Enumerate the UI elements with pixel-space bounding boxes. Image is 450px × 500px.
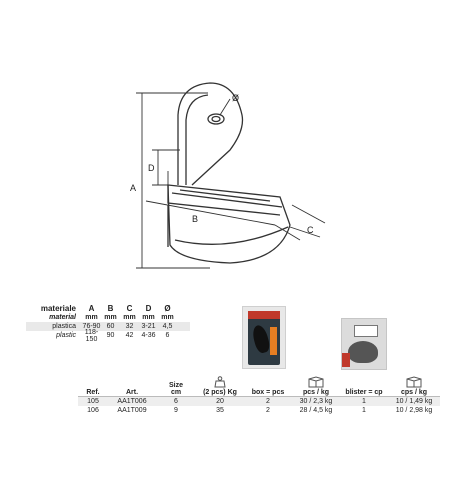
header-kg: (2 pcs) Kg <box>196 376 244 396</box>
blister-label <box>354 325 378 337</box>
cell-cps: 10 / 1,49 kg <box>395 398 433 405</box>
cell-box: 2 <box>266 398 270 405</box>
header-size-label: Size <box>168 382 183 389</box>
material-row: plastic 118-150 90 42 4-36 6 <box>26 328 190 343</box>
cell-art: AA1T009 <box>117 407 147 414</box>
header-blister: blister = cp <box>345 389 383 396</box>
cell-ref: 105 <box>87 398 99 405</box>
unit-b: mm <box>104 314 117 321</box>
unit-a: mm <box>85 314 98 321</box>
box-icon <box>308 376 324 388</box>
dimension-d-label: D <box>148 163 155 173</box>
header-size: Size cm <box>156 382 196 396</box>
material-name: plastic <box>56 332 76 339</box>
package-side-band <box>270 327 277 355</box>
material-table: materiale A B C D Ø material mm mm mm mm… <box>26 304 190 343</box>
material-header-row: materiale A B C D Ø <box>26 304 190 313</box>
dimension-a-label: A <box>130 183 136 193</box>
material-units-row: material mm mm mm mm mm <box>26 313 190 322</box>
header-ref: Ref. <box>86 389 100 396</box>
header-pcs-label: pcs / kg <box>302 389 330 396</box>
header-box: box = pcs <box>251 389 285 396</box>
cell-size: 6 <box>174 398 178 405</box>
cell-blister: 1 <box>362 407 366 414</box>
dimension-b-label: B <box>192 214 198 224</box>
cell-blister: 1 <box>362 398 366 405</box>
unit-phi: mm <box>161 314 174 321</box>
col-d: D <box>145 304 152 313</box>
card-package-image <box>242 306 286 369</box>
header-cps-label: cps / kg <box>400 389 428 396</box>
cell-art: AA1T006 <box>117 398 147 405</box>
col-phi: Ø <box>164 304 171 313</box>
unit-d: mm <box>142 314 155 321</box>
table-row: 106 AA1T009 9 35 2 28 / 4,5 kg 1 10 / 2,… <box>78 406 440 415</box>
value-b: 60 <box>106 323 115 330</box>
value-c: 32 <box>125 323 134 330</box>
material-header-label: materiale <box>40 304 76 313</box>
header-kg-label: (2 pcs) Kg <box>203 389 237 396</box>
value-phi: 4,5 <box>162 323 173 330</box>
header-pcs: pcs / kg <box>292 376 340 396</box>
shelf-bracket-drawing: A D B C Ø <box>130 82 326 269</box>
bracket-silhouette <box>348 341 378 363</box>
cell-kg: 20 <box>216 398 224 405</box>
material-header-sub: material <box>49 314 76 321</box>
value-d: 4-36 <box>141 332 156 339</box>
order-table: Ref. Art. Size cm (2 pcs) Kg box = pcs p… <box>78 374 440 415</box>
col-a: A <box>88 304 95 313</box>
unit-c: mm <box>123 314 136 321</box>
col-c: C <box>126 304 133 313</box>
cell-box: 2 <box>266 407 270 414</box>
package-strip <box>248 311 280 319</box>
material-name: plastica <box>52 323 76 330</box>
weight-icon <box>214 376 226 388</box>
header-size-unit: cm <box>170 389 182 396</box>
blister-tag <box>342 353 350 367</box>
value-phi: 6 <box>165 332 170 339</box>
header-art: Art. <box>125 389 139 396</box>
order-header-row: Ref. Art. Size cm (2 pcs) Kg box = pcs p… <box>78 374 440 397</box>
dimension-c-label: C <box>307 225 314 235</box>
value-c: 42 <box>125 332 134 339</box>
value-a: 118-150 <box>84 328 99 343</box>
value-d: 3-21 <box>141 323 156 330</box>
blister-package-image <box>341 318 387 370</box>
value-a: 76-90 <box>82 323 101 330</box>
cell-size: 9 <box>174 407 178 414</box>
cell-pcs: 30 / 2,3 kg <box>299 398 333 405</box>
box-icon <box>406 376 422 388</box>
table-row: 105 AA1T006 6 20 2 30 / 2,3 kg 1 10 / 1,… <box>78 397 440 406</box>
col-b: B <box>107 304 114 313</box>
value-b: 90 <box>106 332 115 339</box>
cell-kg: 35 <box>216 407 224 414</box>
cell-pcs: 28 / 4,5 kg <box>299 407 333 414</box>
cell-cps: 10 / 2,98 kg <box>395 407 433 414</box>
dimension-phi-label: Ø <box>232 93 239 103</box>
material-row: plastica 76-90 60 32 3-21 4,5 <box>26 322 190 331</box>
cell-ref: 106 <box>87 407 99 414</box>
header-cps: cps / kg <box>388 376 440 396</box>
